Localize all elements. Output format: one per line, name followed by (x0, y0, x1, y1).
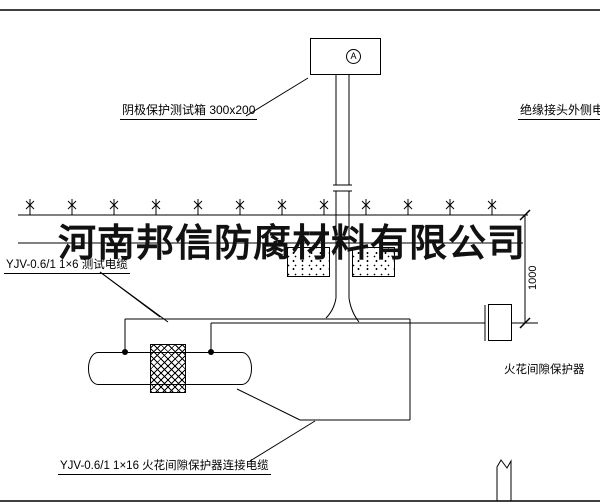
spark-gap-protector (488, 304, 512, 341)
cable-weld-point-right (208, 349, 214, 355)
spark-gap-label: 火花间隙保护器 (504, 364, 585, 376)
terminal-a-symbol: A (346, 49, 361, 64)
dimension-1000: 1000 (527, 265, 539, 290)
concrete-block-left (287, 247, 330, 277)
test-cable-label: YJV-0.6/1 1×6 测试电缆 (4, 256, 130, 274)
concrete-block-right (352, 247, 395, 277)
outer-cable-label: 绝缘接头外侧电缆 (518, 101, 600, 120)
company-watermark: 河南邦信防腐材料有限公司 (58, 223, 527, 265)
cable-weld-point-left (122, 349, 128, 355)
insulating-joint (150, 344, 186, 393)
test-box-label: 阴极保护测试箱 300x200 (120, 101, 258, 120)
spark-gap-cable-label: YJV-0.6/1 1×16 火花间隙保护器连接电缆 (58, 457, 271, 475)
test-box: A (310, 38, 381, 75)
